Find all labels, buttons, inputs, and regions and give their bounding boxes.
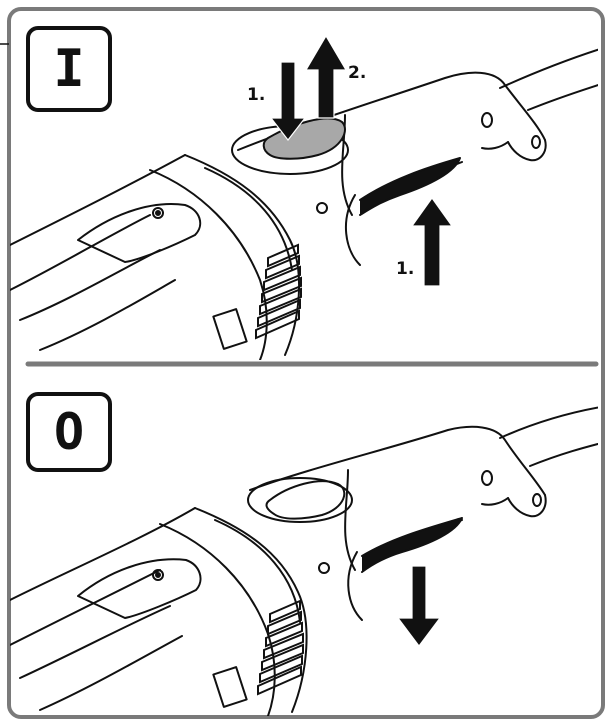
vent-slots-off [257, 599, 304, 696]
arrow-down-icon [269, 61, 307, 141]
off-symbol-box [26, 392, 112, 472]
step-label-trigger: 1. [396, 259, 414, 279]
off-symbol: O [54, 403, 84, 461]
arrow-up-icon [304, 34, 348, 119]
step-label-push-forward: 2. [348, 63, 366, 83]
slider-switch-pressed [262, 117, 346, 160]
on-symbol: I [53, 39, 84, 99]
arrow-up-trigger-icon [410, 196, 454, 287]
arrow-down-release-icon [396, 565, 442, 647]
panel-on [10, 34, 598, 360]
panel-off [10, 406, 598, 716]
vent-slots-on [255, 243, 302, 340]
step-label-push-down: 1. [247, 85, 265, 105]
on-symbol-box [26, 26, 112, 112]
grinder-drawing-off [10, 406, 598, 716]
